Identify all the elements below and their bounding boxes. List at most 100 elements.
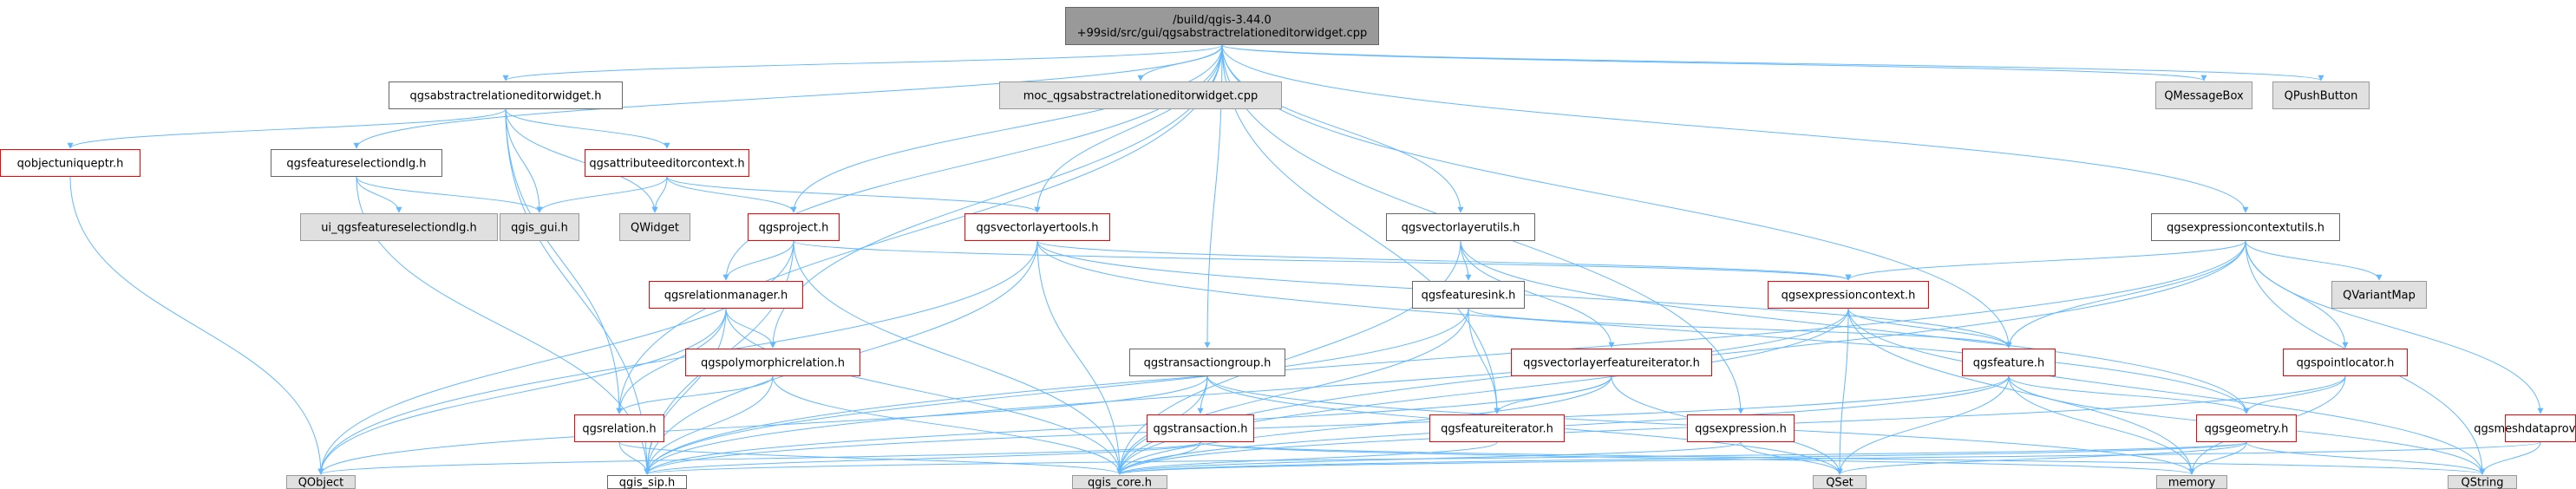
node-qgsfeature[interactable]: qgsfeature.h [1962, 349, 2056, 376]
node-qobject[interactable]: QObject [286, 475, 356, 489]
node-qgsexpression[interactable]: qgsexpression.h [1687, 414, 1795, 442]
node-box-qgsfeatureselectiondlg[interactable] [271, 149, 442, 177]
node-label-qset: QSet [1826, 477, 1854, 489]
node-qgsexpressioncontext[interactable]: qgsexpressioncontext.h [1768, 281, 1929, 309]
edge-qgsmeshdataprovider-to-qgis_core [1117, 441, 2541, 475]
node-box-qwidget[interactable] [619, 213, 690, 241]
edge-root-to-qgsabstractrelationeditorwidget_h [502, 44, 1223, 82]
node-qpushbutton[interactable]: QPushButton [2272, 82, 2370, 109]
node-qgspointlocator[interactable]: qgspointlocator.h [2283, 349, 2408, 376]
node-qobjectuniqueptr[interactable]: qobjectuniqueptr.h [0, 149, 141, 177]
node-box-qgsfeaturesink[interactable] [1412, 281, 1525, 309]
node-label-qmessagebox: QMessageBox [2164, 90, 2244, 103]
node-box-qgsexpressioncontext[interactable] [1768, 281, 1929, 309]
edge-qgsvectorlayertools-to-qgsgeometry [1036, 240, 2250, 414]
node-label-qgis_gui: qgis_gui.h [511, 222, 568, 235]
node-box-qobjectuniqueptr[interactable] [0, 149, 141, 177]
node-qgsabstractrelationeditorwidget_h[interactable]: qgsabstractrelationeditorwidget.h [389, 82, 623, 109]
node-qgsattributeeditorcontext[interactable]: qgsattributeeditorcontext.h [585, 149, 749, 177]
node-qgsvectorlayerfeatureiterator[interactable]: qgsvectorlayerfeatureiterator.h [1511, 349, 1712, 376]
node-qgsfeatureiterator[interactable]: qgsfeatureiterator.h [1429, 414, 1565, 442]
node-box-qgstransactiongroup[interactable] [1129, 349, 1285, 376]
node-qwidget[interactable]: QWidget [619, 213, 690, 241]
edge-qgsproject-to-qgis_core [793, 240, 1123, 475]
node-root[interactable]: /build/qgis-3.44.0+99sid/src/gui/qgsabst… [1065, 7, 1379, 45]
node-box-moc[interactable] [999, 82, 1282, 109]
node-box-qgsfeature[interactable] [1962, 349, 2056, 376]
node-label-qgsgeometry: qgsgeometry.h [2205, 423, 2289, 436]
node-qgsrelation[interactable]: qgsrelation.h [574, 414, 664, 442]
node-qgsgeometry[interactable]: qgsgeometry.h [2196, 414, 2297, 442]
edge-qgsfeature-to-memory [2008, 375, 2195, 475]
node-qmessagebox[interactable]: QMessageBox [2155, 82, 2252, 109]
edge-qgsexpressioncontext-to-qset [1836, 308, 1849, 475]
node-box-qgsabstractrelationeditorwidget_h[interactable] [389, 82, 623, 109]
node-box-qgsvectorlayerutils[interactable] [1386, 213, 1535, 241]
node-qgsmeshdataprovider[interactable]: qgsmeshdataprovider.h [2474, 414, 2576, 442]
node-box-qgspointlocator[interactable] [2283, 349, 2408, 376]
node-qgsproject[interactable]: qgsproject.h [748, 213, 840, 241]
node-qgis_core[interactable]: qgis_core.h [1072, 475, 1167, 489]
edge-qgsfeatureselectiondlg-to-qgis_gui [356, 176, 543, 213]
edge-qgsabstractrelationeditorwidget_h-to-qgsrelation [505, 108, 623, 414]
node-qgspolymorphicrelation[interactable]: qgspolymorphicrelation.h [685, 349, 860, 376]
node-qgsfeaturesink[interactable]: qgsfeaturesink.h [1412, 281, 1525, 309]
node-box-qmessagebox[interactable] [2155, 82, 2252, 109]
edge-qgsexpressioncontext-to-qgsfeature [1847, 308, 2012, 349]
node-label-qgspointlocator: qgspointlocator.h [2297, 357, 2395, 370]
edge-qgsmeshdataprovider-to-qstring [2479, 441, 2541, 475]
edge-qgsvectorlayerutils-to-qgsvectorlayerfeatureiterator [1460, 240, 1615, 349]
edge-root-to-qgsexpressioncontextutils [1221, 44, 2249, 213]
node-box-qgstransaction[interactable] [1147, 414, 1254, 442]
node-qgstransaction[interactable]: qgstransaction.h [1147, 414, 1254, 442]
node-box-qgsproject[interactable] [748, 213, 840, 241]
node-box-qpushbutton[interactable] [2272, 82, 2370, 109]
node-label-qgsvectorlayertools: qgsvectorlayertools.h [977, 222, 1099, 235]
node-label-qgsmeshdataprovider: qgsmeshdataprovider.h [2474, 423, 2576, 436]
node-box-qgsfeatureiterator[interactable] [1429, 414, 1565, 442]
node-qgsexpressioncontextutils[interactable]: qgsexpressioncontextutils.h [2151, 213, 2340, 241]
node-box-qvariantmap[interactable] [2331, 281, 2427, 309]
node-moc[interactable]: moc_qgsabstractrelationeditorwidget.cpp [999, 82, 1282, 109]
node-qgsvectorlayertools[interactable]: qgsvectorlayertools.h [964, 213, 1110, 241]
edge-qgsfeaturesink-to-qgis_sip [644, 308, 1469, 475]
node-label-qgsvectorlayerfeatureiterator: qgsvectorlayerfeatureiterator.h [1523, 357, 1700, 370]
node-qgsvectorlayerutils[interactable]: qgsvectorlayerutils.h [1386, 213, 1535, 241]
node-box-qgsvectorlayertools[interactable] [964, 213, 1110, 241]
node-label-qgsfeaturesink: qgsfeaturesink.h [1422, 290, 1516, 303]
node-box-ui_dlg[interactable] [300, 213, 498, 241]
edge-qgsvectorlayerfeatureiterator-to-qgis_core [1116, 375, 1612, 475]
node-qgsrelationmanager[interactable]: qgsrelationmanager.h [649, 281, 803, 309]
node-ui_dlg[interactable]: ui_qgsfeatureselectiondlg.h [300, 213, 498, 241]
edge-qgsabstractrelationeditorwidget_h-to-qwidget [505, 108, 658, 213]
node-label-qgsproject: qgsproject.h [759, 222, 829, 235]
node-label-moc: moc_qgsabstractrelationeditorwidget.cpp [1023, 90, 1259, 103]
node-box-qgsattributeeditorcontext[interactable] [585, 149, 749, 177]
node-box-qgspolymorphicrelation[interactable] [685, 349, 860, 376]
edge-qgsfeaturesink-to-qgsfeature [1468, 308, 2012, 349]
node-qgis_gui[interactable]: qgis_gui.h [500, 213, 579, 241]
node-box-qgsvectorlayerfeatureiterator[interactable] [1511, 349, 1712, 376]
node-qstring[interactable]: QString [2448, 475, 2517, 489]
node-label-qstring: QString [2461, 477, 2503, 489]
edge-qgstransaction-to-qgis_sip [644, 441, 1201, 475]
node-box-qgsgeometry[interactable] [2196, 414, 2297, 442]
node-qset[interactable]: QSet [1813, 475, 1867, 489]
node-qgis_sip[interactable]: qgis_sip.h [607, 475, 687, 489]
edge-qgsvectorlayerutils-to-qgsgeometry [1460, 240, 2250, 414]
nodes-layer: /build/qgis-3.44.0+99sid/src/gui/qgsabst… [0, 7, 2576, 489]
node-box-qgis_gui[interactable] [500, 213, 579, 241]
node-memory[interactable]: memory [2156, 475, 2227, 489]
node-box-qgsexpressioncontextutils[interactable] [2151, 213, 2340, 241]
node-box-qgsrelation[interactable] [574, 414, 664, 442]
node-box-qgsrelationmanager[interactable] [649, 281, 803, 309]
edge-qgsabstractrelationeditorwidget_h-to-qgis_sip [505, 108, 651, 475]
node-box-qgsexpression[interactable] [1687, 414, 1795, 442]
node-box-root[interactable] [1065, 7, 1379, 45]
node-qvariantmap[interactable]: QVariantMap [2331, 281, 2427, 309]
node-qgsfeatureselectiondlg[interactable]: qgsfeatureselectiondlg.h [271, 149, 442, 177]
edge-qgsexpressioncontextutils-to-qgsexpressioncontext [1845, 240, 2246, 281]
node-qgstransactiongroup[interactable]: qgstransactiongroup.h [1129, 349, 1285, 376]
edge-qgsproject-to-qgsexpressioncontext [793, 240, 1852, 281]
